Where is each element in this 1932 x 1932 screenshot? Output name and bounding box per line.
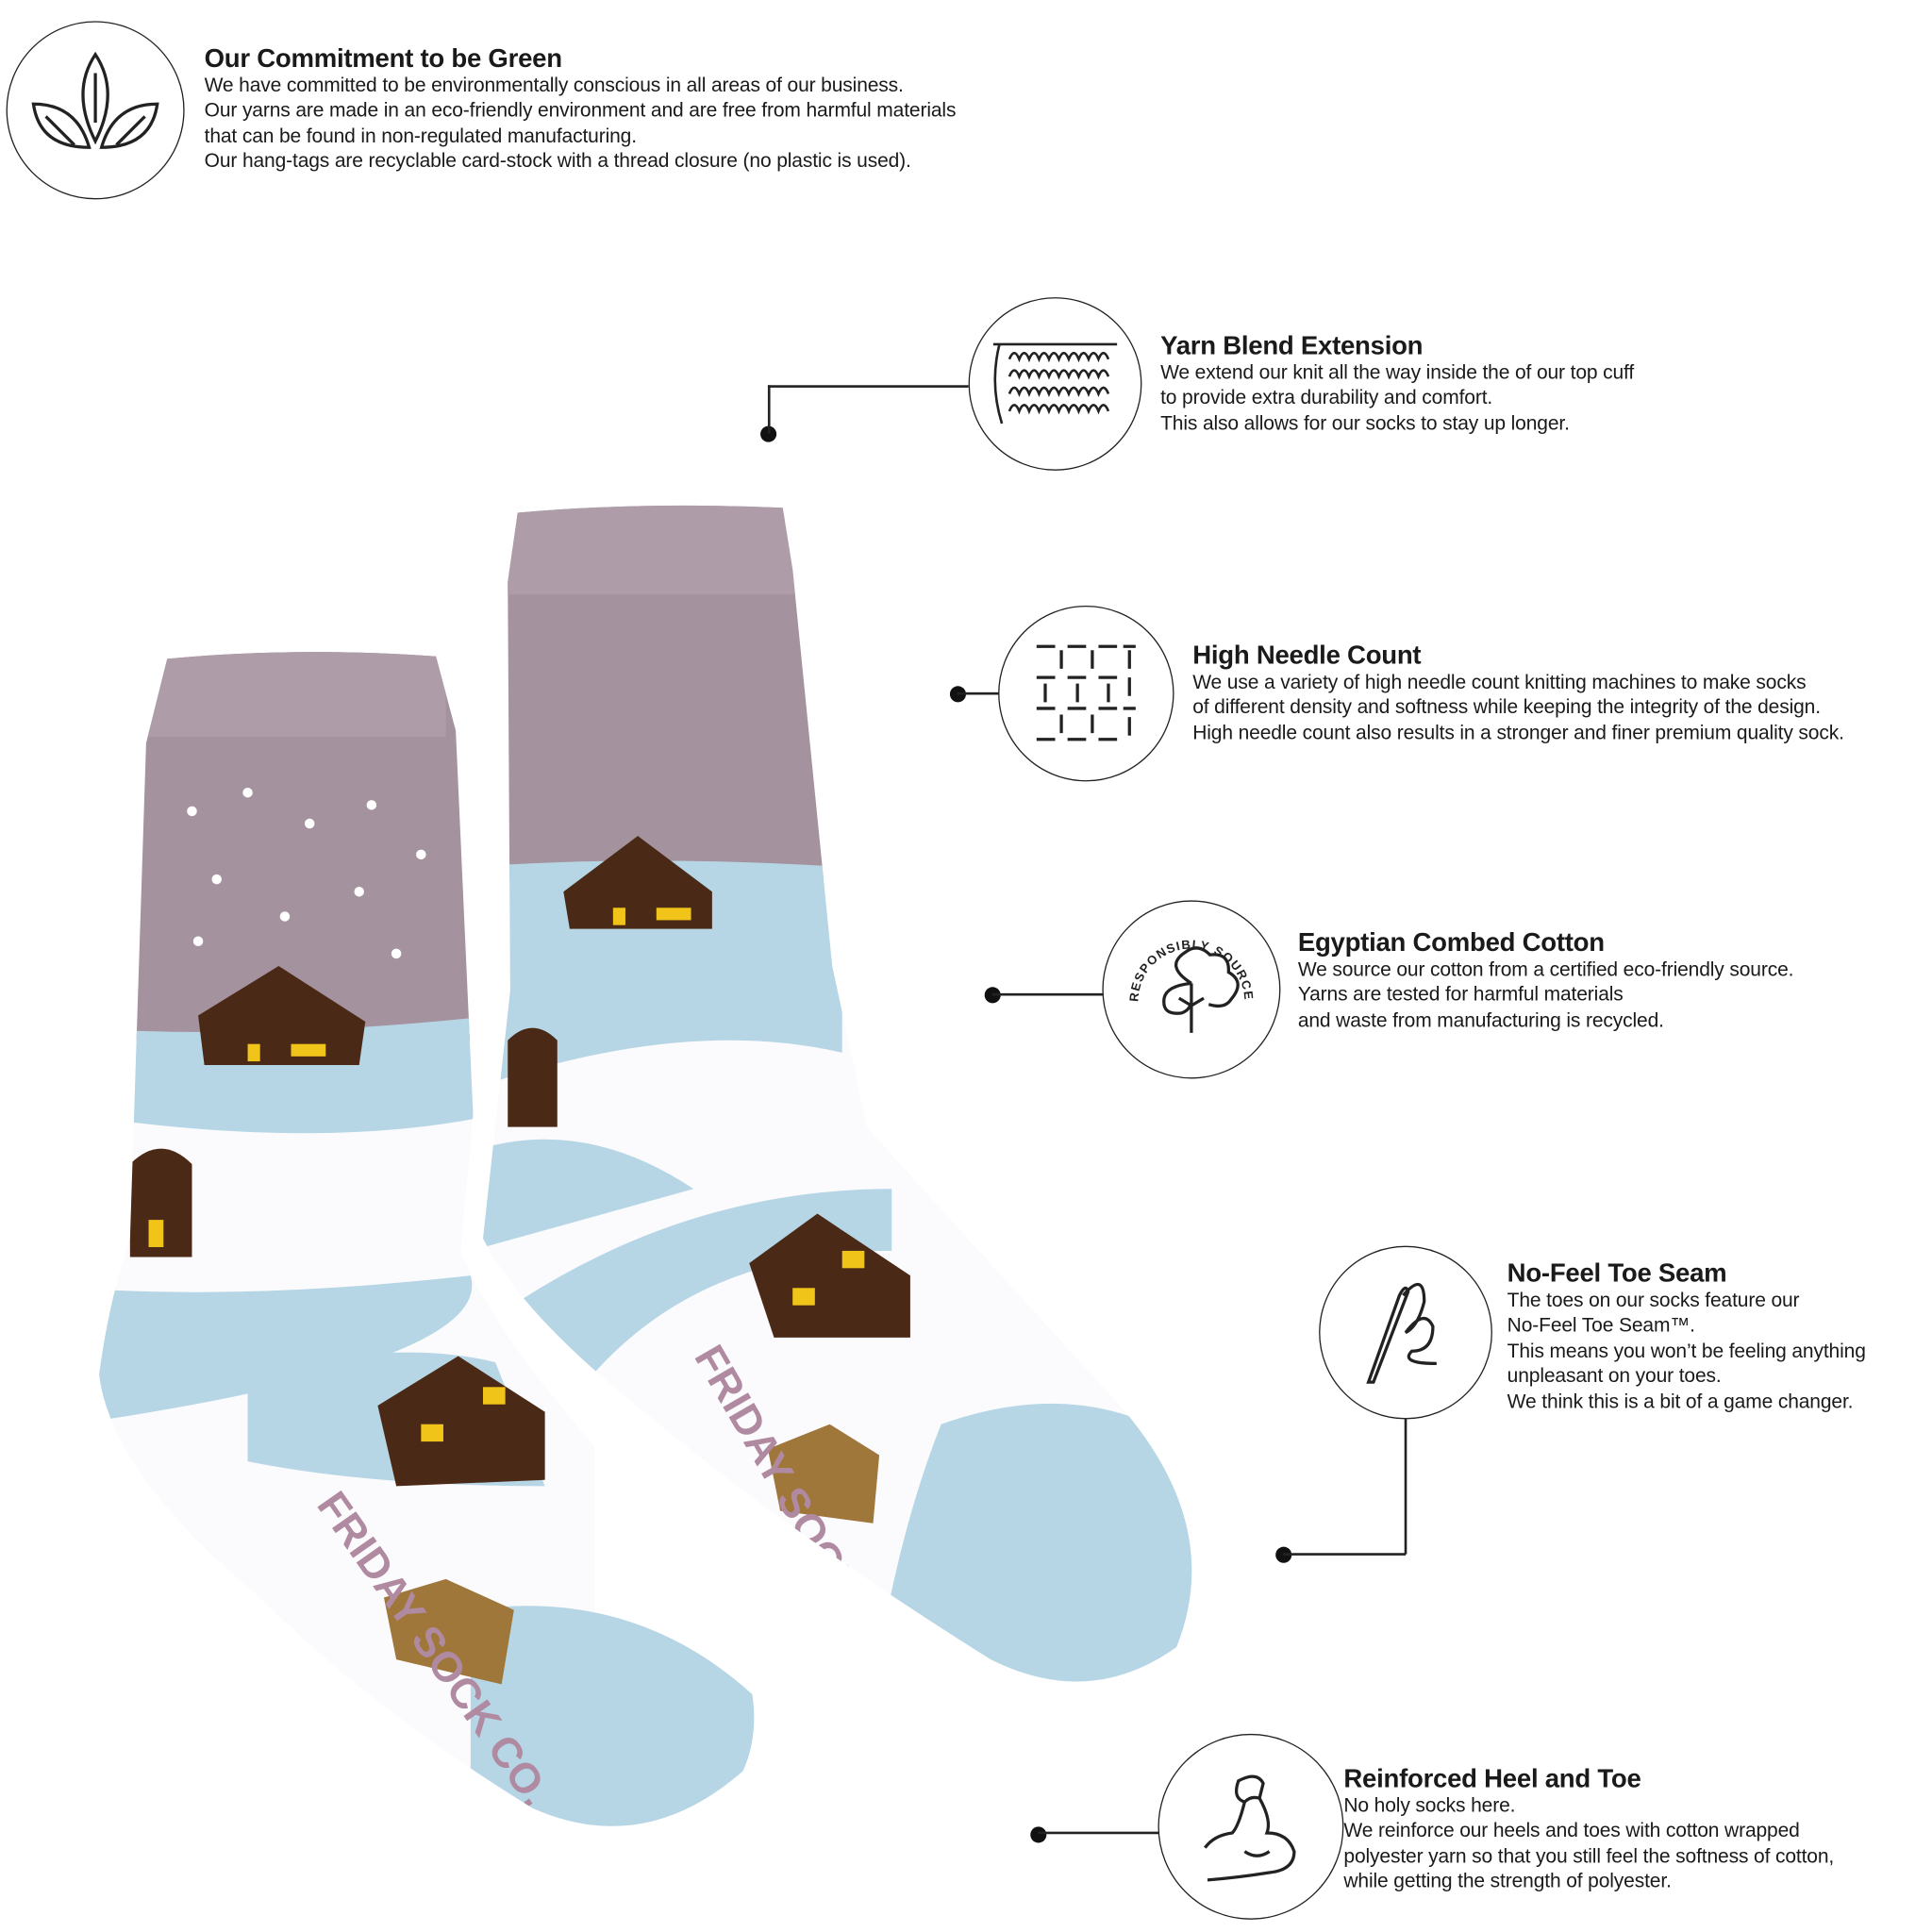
feature-text: of different density and softness while … [1192,697,1821,719]
callout-line [1404,1419,1407,1555]
feature-title: No-Feel Toe Seam [1507,1259,1727,1289]
section-title: Our Commitment to be Green [204,44,562,74]
callout-line [767,385,770,434]
section-text: that can be found in non-regulated manuf… [204,125,637,147]
feature-text: This also allows for our socks to stay u… [1160,413,1570,435]
feature-title: Yarn Blend Extension [1160,331,1424,361]
feature-text: to provide extra durability and comfort. [1160,388,1493,409]
feature-text: We source our cotton from a certified ec… [1297,959,1794,981]
feature-text: We reinforce our heels and toes with cot… [1343,1821,1800,1842]
needle-thread-icon [1366,1283,1437,1384]
flexed-arm-icon [1204,1774,1296,1882]
callout-dot [1029,1825,1046,1842]
socks-product-image: FRIDAY SOCK CO. FRIDAY SOCK CO. [99,505,1192,1826]
feature-text: No holy socks here. [1343,1795,1516,1817]
feature-text: We think this is a bit of a game changer… [1507,1391,1854,1413]
feature-high-needle-count: High Needle Count We use a variety of hi… [1192,641,1844,747]
section-text: Our hang-tags are recyclable card-stock … [204,151,911,173]
grid-stitch-icon [1036,644,1136,741]
knit-icon-badge [968,297,1142,471]
feature-text: unpleasant on your toes. [1507,1366,1722,1388]
feature-title: Egyptian Combed Cotton [1297,928,1605,958]
cotton-flower-icon: RESPONSIBLY SOURCED COTTON [1111,909,1257,1033]
feature-text: and waste from manufacturing is recycled… [1297,1009,1664,1032]
feature-text: High needle count also results in a stro… [1192,723,1844,744]
needle-thread-icon-badge [1319,1245,1492,1420]
callout-dot [759,425,776,442]
feature-text: while getting the strength of polyester. [1343,1871,1672,1893]
svg-text:RESPONSIBLY SOURCED COTTON: RESPONSIBLY SOURCED COTTON [1111,909,1257,1003]
feature-text: We extend our knit all the way inside th… [1160,362,1635,384]
feature-text: This means you won’t be feeling anything [1507,1341,1866,1362]
feature-title: High Needle Count [1192,641,1422,671]
feature-text: The toes on our socks feature our [1507,1290,1800,1312]
feature-yarn-blend: Yarn Blend Extension We extend our knit … [1160,332,1634,438]
section-text: We have committed to be environmentally … [204,75,904,97]
callout-line [957,691,1000,694]
callout-line [1283,1553,1407,1556]
bicep-icon-badge [1158,1733,1344,1920]
leaf-icon [31,51,159,149]
cotton-badge-text: RESPONSIBLY SOURCED COTTON [1111,909,1256,1003]
feature-title: Reinforced Heel and Toe [1343,1764,1641,1793]
feature-reinforced-heel-toe: Reinforced Heel and Toe No holy socks he… [1343,1765,1834,1896]
section-text: Our yarns are made in an eco-friendly en… [204,100,957,123]
knit-stitch-icon [992,342,1118,425]
feature-egyptian-cotton: Egyptian Combed Cotton We source our cot… [1298,929,1794,1035]
needle-count-icon-badge [998,605,1174,782]
feature-text: We use a variety of high needle count kn… [1192,672,1807,694]
feature-text: polyester yarn so that you still feel th… [1343,1846,1835,1868]
cotton-icon-badge: RESPONSIBLY SOURCED COTTON [1102,900,1281,1079]
feature-no-feel-toe-seam: No-Feel Toe Seam The toes on our socks f… [1507,1259,1866,1415]
callout-line [767,385,969,388]
callout-line [1038,1831,1159,1834]
leaf-icon-badge [6,21,185,200]
feature-text: No-Feel Toe Seam™. [1507,1315,1695,1338]
callout-line [991,992,1104,995]
green-commitment-section: Our Commitment to be Green We have commi… [205,44,957,175]
feature-text: Yarns are tested for harmful materials [1297,985,1624,1007]
